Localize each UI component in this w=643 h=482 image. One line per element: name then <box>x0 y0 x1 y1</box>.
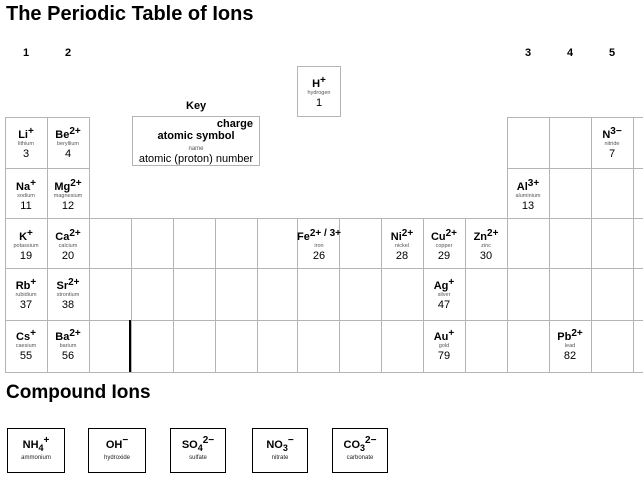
ion-nitride: N3− nitride 7 <box>602 126 622 161</box>
ion-silver: Ag+ silver 47 <box>433 277 455 312</box>
grid-cell <box>465 320 508 373</box>
grid-cell <box>297 218 340 269</box>
grid-cell <box>633 218 643 269</box>
ion-nickel: Ni2+ nickel 28 <box>390 228 414 263</box>
compound-hydroxide: OH− hydroxide <box>88 428 146 473</box>
grid-cell <box>633 320 643 373</box>
grid-cell <box>507 218 550 269</box>
cell-hydrogen <box>297 66 341 117</box>
ion-potassium: K+ potassium 19 <box>13 228 39 263</box>
key-box: charge atomic symbol name atomic (proton… <box>132 116 260 166</box>
grid-cell <box>507 168 550 219</box>
grid-cell <box>633 168 643 219</box>
key-symbol: atomic symbol <box>157 130 235 142</box>
grid-cell <box>47 268 90 321</box>
compound-ammonium: NH4+ ammonium <box>7 428 65 473</box>
grid-cell <box>549 268 592 321</box>
key-label: Key <box>186 100 207 112</box>
grid-cell <box>215 268 258 321</box>
ion-zinc: Zn2+ zinc 30 <box>473 228 499 263</box>
ion-name: hydrogen <box>307 90 331 96</box>
ion-rubidium: Rb+ rubidium 37 <box>15 277 37 312</box>
compound-sulfate: SO42− sulfate <box>170 428 226 473</box>
ion-number: 1 <box>315 97 323 109</box>
grid-cell <box>507 268 550 321</box>
grid-cell <box>591 168 634 219</box>
grid-cell <box>549 320 592 373</box>
grid-cell <box>633 268 643 321</box>
grid-cell <box>381 268 424 321</box>
grid-cell <box>5 168 48 219</box>
ion-sodium: Na+ sodium 11 <box>16 178 36 213</box>
grid-cell <box>591 320 634 373</box>
grid-cell <box>257 320 300 373</box>
group-number-1: 1 <box>22 47 30 59</box>
page-title: The Periodic Table of Ions <box>6 3 254 25</box>
grid-cell <box>423 218 466 269</box>
ion-lithium: Li+ lithium 3 <box>18 126 34 161</box>
grid-cell <box>173 320 216 373</box>
ion-hydrogen: H+ hydrogen 1 <box>297 75 341 110</box>
grid-cell <box>215 218 258 269</box>
grid-cell <box>465 268 508 321</box>
grid-cell <box>549 117 592 169</box>
ion-caesium: Cs+ caesium 55 <box>15 328 37 363</box>
key-name: name <box>188 146 204 152</box>
grid-cell <box>131 268 174 321</box>
grid-cell <box>89 268 132 321</box>
key-charge: charge <box>216 118 253 130</box>
ion-beryllium: Be2+ beryllium 4 <box>55 126 81 161</box>
grid-cell <box>423 320 466 373</box>
grid-cell <box>89 218 132 269</box>
grid-cell <box>465 218 508 269</box>
grid-cell <box>297 268 340 321</box>
grid-cell <box>339 268 382 321</box>
grid-cell <box>89 320 132 373</box>
ion-aluminium: Al3+ aluminium 13 <box>515 178 541 213</box>
ion-iron: Fe2+ / 3+ iron 26 <box>297 228 341 263</box>
ion-magnesium: Mg2+ magnesium 12 <box>53 178 83 213</box>
grid-cell <box>47 168 90 219</box>
grid-cell <box>173 268 216 321</box>
grid-cell <box>507 320 550 373</box>
grid-cell <box>131 320 174 373</box>
grid-cell <box>633 117 643 169</box>
lanthanide-divider <box>129 320 131 372</box>
ion-barium: Ba2+ barium 56 <box>55 328 81 363</box>
ion-symbol: H+ <box>312 75 326 90</box>
grid-cell <box>47 117 90 169</box>
ion-lead: Pb2+ lead 82 <box>557 328 583 363</box>
group-number-2: 2 <box>64 47 72 59</box>
ion-strontium: Sr2+ strontium 38 <box>56 277 80 312</box>
grid-cell <box>173 218 216 269</box>
grid-cell <box>591 268 634 321</box>
grid-cell <box>507 117 550 169</box>
grid-cell <box>549 218 592 269</box>
grid-cell <box>423 268 466 321</box>
grid-cell <box>131 218 174 269</box>
grid-cell <box>549 168 592 219</box>
ion-copper: Cu2+ copper 29 <box>430 228 458 263</box>
key-number: atomic (proton) number <box>138 153 254 165</box>
grid-cell <box>339 320 382 373</box>
ion-gold: Au+ gold 79 <box>433 328 455 363</box>
grid-cell <box>5 117 48 169</box>
grid-cell <box>591 218 634 269</box>
compound-nitrate: NO3− nitrate <box>252 428 308 473</box>
grid-cell <box>257 218 300 269</box>
grid-cell <box>381 320 424 373</box>
ion-calcium: Ca2+ calcium 20 <box>55 228 81 263</box>
compound-carbonate: CO32− carbonate <box>332 428 388 473</box>
grid-cell <box>297 320 340 373</box>
grid-cell <box>257 268 300 321</box>
group-number-5: 5 <box>608 47 616 59</box>
group-number-4: 4 <box>566 47 574 59</box>
grid-cell <box>215 320 258 373</box>
group-number-3: 3 <box>524 47 532 59</box>
compound-ions-title: Compound Ions <box>6 382 151 403</box>
